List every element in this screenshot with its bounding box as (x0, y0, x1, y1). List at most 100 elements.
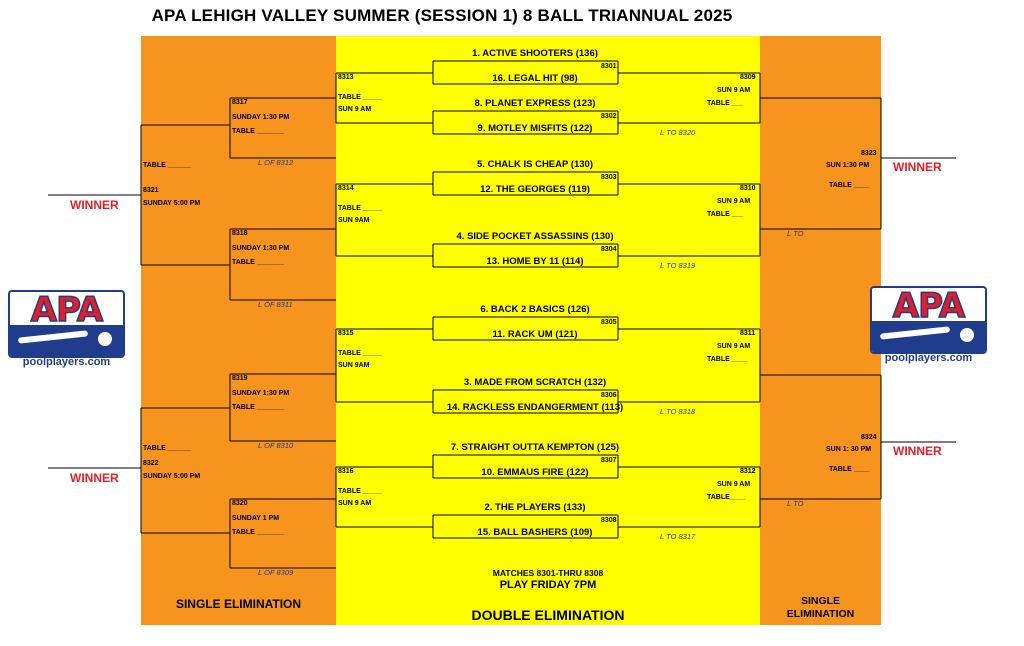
winner-label: WINNER (893, 444, 942, 458)
table-slot: TABLE _____ (338, 94, 383, 101)
team-bottom: 16. LEGAL HIT (98) (492, 73, 578, 84)
match-number: 8305 (601, 319, 617, 326)
match-time: SUN 9 AM (717, 481, 751, 488)
match-number: 8306 (601, 392, 617, 399)
right-footer-label-2: ELIMINATION (786, 608, 855, 620)
match-number: 8310 (740, 185, 756, 192)
apa-logo-text: APA (892, 286, 966, 327)
match-time: SUN 9 AM (338, 500, 372, 507)
table-slot: TABLE ______ (143, 445, 192, 452)
apa-logo-icon: APA (8, 290, 125, 358)
team-bottom: 11. RACK UM (121) (492, 329, 578, 340)
team-top: 6. BACK 2 BASICS (126) (480, 304, 590, 315)
match-time: SUNDAY 5:00 PM (143, 473, 201, 480)
table-slot: TABLE _____ (338, 488, 383, 495)
loser-destination: L TO (787, 499, 804, 508)
team-bottom: 14. RACKLESS ENDANGERMENT (113) (446, 402, 624, 413)
loser-destination: L TO 8318 (660, 407, 696, 416)
table-slot: TABLE _____ (338, 350, 383, 357)
loser-destination: L TO (787, 229, 804, 238)
match-number: 8314 (338, 185, 354, 192)
match-time: SUN 9 AM (717, 198, 751, 205)
team-bottom: 15. BALL BASHERS (109) (477, 527, 593, 538)
team-bottom: 10. EMMAUS FIRE (122) (481, 467, 589, 478)
team-top: 7. STRAIGHT OUTTA KEMPTON (125) (450, 442, 620, 453)
table-slot: TABLE____ (707, 494, 746, 501)
match-time: SUN 9 AM (338, 106, 372, 113)
team-top: 1. ACTIVE SHOOTERS (136) (472, 48, 598, 59)
center-footer-label: DOUBLE ELIMINATION (471, 607, 625, 623)
table-slot: TABLE _______ (232, 259, 285, 266)
loser-destination: L TO 8320 (660, 128, 696, 137)
apa-logo-url: poolplayers.com (884, 352, 973, 364)
loser-source: L OF 8310 (258, 441, 294, 450)
match-number: 8302 (601, 113, 617, 120)
team-top: 2. THE PLAYERS (133) (484, 502, 586, 513)
match-number: 8318 (232, 230, 248, 237)
match-number: 8315 (338, 330, 354, 337)
table-slot: TABLE ____ (829, 182, 870, 189)
match-time: SUNDAY 5:00 PM (143, 200, 201, 207)
team-top: 8. PLANET EXPRESS (123) (474, 98, 596, 109)
match-number: 8323 (861, 150, 877, 157)
single-elimination-right-panel (760, 36, 881, 625)
match-number: 8321 (143, 187, 159, 194)
match-time: SUN 9 AM (717, 87, 751, 94)
match-time: SUNDAY 1:30 PM (232, 245, 290, 252)
left-footer-label: SINGLE ELIMINATION (175, 597, 302, 611)
match-number: 8319 (232, 375, 248, 382)
match-number: 8313 (338, 74, 354, 81)
table-slot: TABLE ____ (829, 466, 870, 473)
match-time: SUN 9 AM (717, 343, 751, 350)
table-slot: TABLE ____ (707, 356, 748, 363)
match-time: SUN 9AM (338, 362, 370, 369)
match-number: 8303 (601, 174, 617, 181)
table-slot: TABLE ___ (707, 211, 744, 218)
match-number: 8317 (232, 99, 248, 106)
team-top: 3. MADE FROM SCRATCH (132) (463, 377, 607, 388)
loser-source: L OF 8311 (258, 300, 293, 309)
table-slot: TABLE _______ (232, 404, 285, 411)
page-title: APA LEHIGH VALLEY SUMMER (SESSION 1) 8 B… (151, 6, 733, 25)
match-time: SUNDAY 1:30 PM (232, 114, 290, 121)
team-bottom: 12. THE GEORGES (119) (480, 184, 590, 195)
loser-source: L OF 8309 (258, 568, 294, 577)
match-time: SUNDAY 1:30 PM (232, 390, 290, 397)
apa-logo-right: APA poolplayers.com (870, 286, 987, 364)
match-number: 8312 (740, 468, 756, 475)
table-slot: TABLE _______ (232, 128, 285, 135)
table-slot: TABLE _______ (232, 529, 285, 536)
winner-label: WINNER (70, 198, 119, 212)
loser-destination: L TO 8319 (660, 261, 696, 270)
single-elimination-left-panel (141, 36, 336, 625)
match-number: 8301 (601, 63, 617, 70)
match-number: 8304 (601, 246, 617, 253)
match-time: SUNDAY 1 PM (232, 515, 280, 522)
team-bottom: 13. HOME BY 11 (114) (486, 256, 584, 267)
match-number: 8322 (143, 460, 159, 467)
apa-logo-text: APA (30, 290, 104, 331)
table-slot: TABLE _____ (338, 205, 383, 212)
match-time: SUN 1:30 PM (826, 162, 870, 169)
apa-logo-icon: APA (870, 286, 987, 354)
match-number: 8320 (232, 500, 248, 507)
match-number: 8311 (740, 330, 756, 337)
play-time-note: PLAY FRIDAY 7PM (499, 579, 597, 591)
match-number: 8316 (338, 468, 354, 475)
match-number: 8307 (601, 457, 617, 464)
match-time: SUN 1: 30 PM (826, 446, 872, 453)
match-number: 8324 (861, 434, 877, 441)
team-bottom: 9. MOTLEY MISFITS (122) (477, 123, 593, 134)
match-number: 8308 (601, 517, 617, 524)
loser-destination: L TO 8317 (660, 532, 696, 541)
match-time: SUN 9AM (338, 217, 370, 224)
team-top: 4. SIDE POCKET ASSASSINS (130) (456, 231, 614, 242)
winner-label: WINNER (893, 160, 942, 174)
team-top: 5. CHALK IS CHEAP (130) (477, 159, 593, 170)
loser-source: L OF 8312 (258, 158, 294, 167)
match-number: 8309 (740, 74, 756, 81)
table-slot: TABLE ______ (143, 162, 192, 169)
winner-label: WINNER (70, 471, 119, 485)
table-slot: TABLE ___ (707, 100, 744, 107)
